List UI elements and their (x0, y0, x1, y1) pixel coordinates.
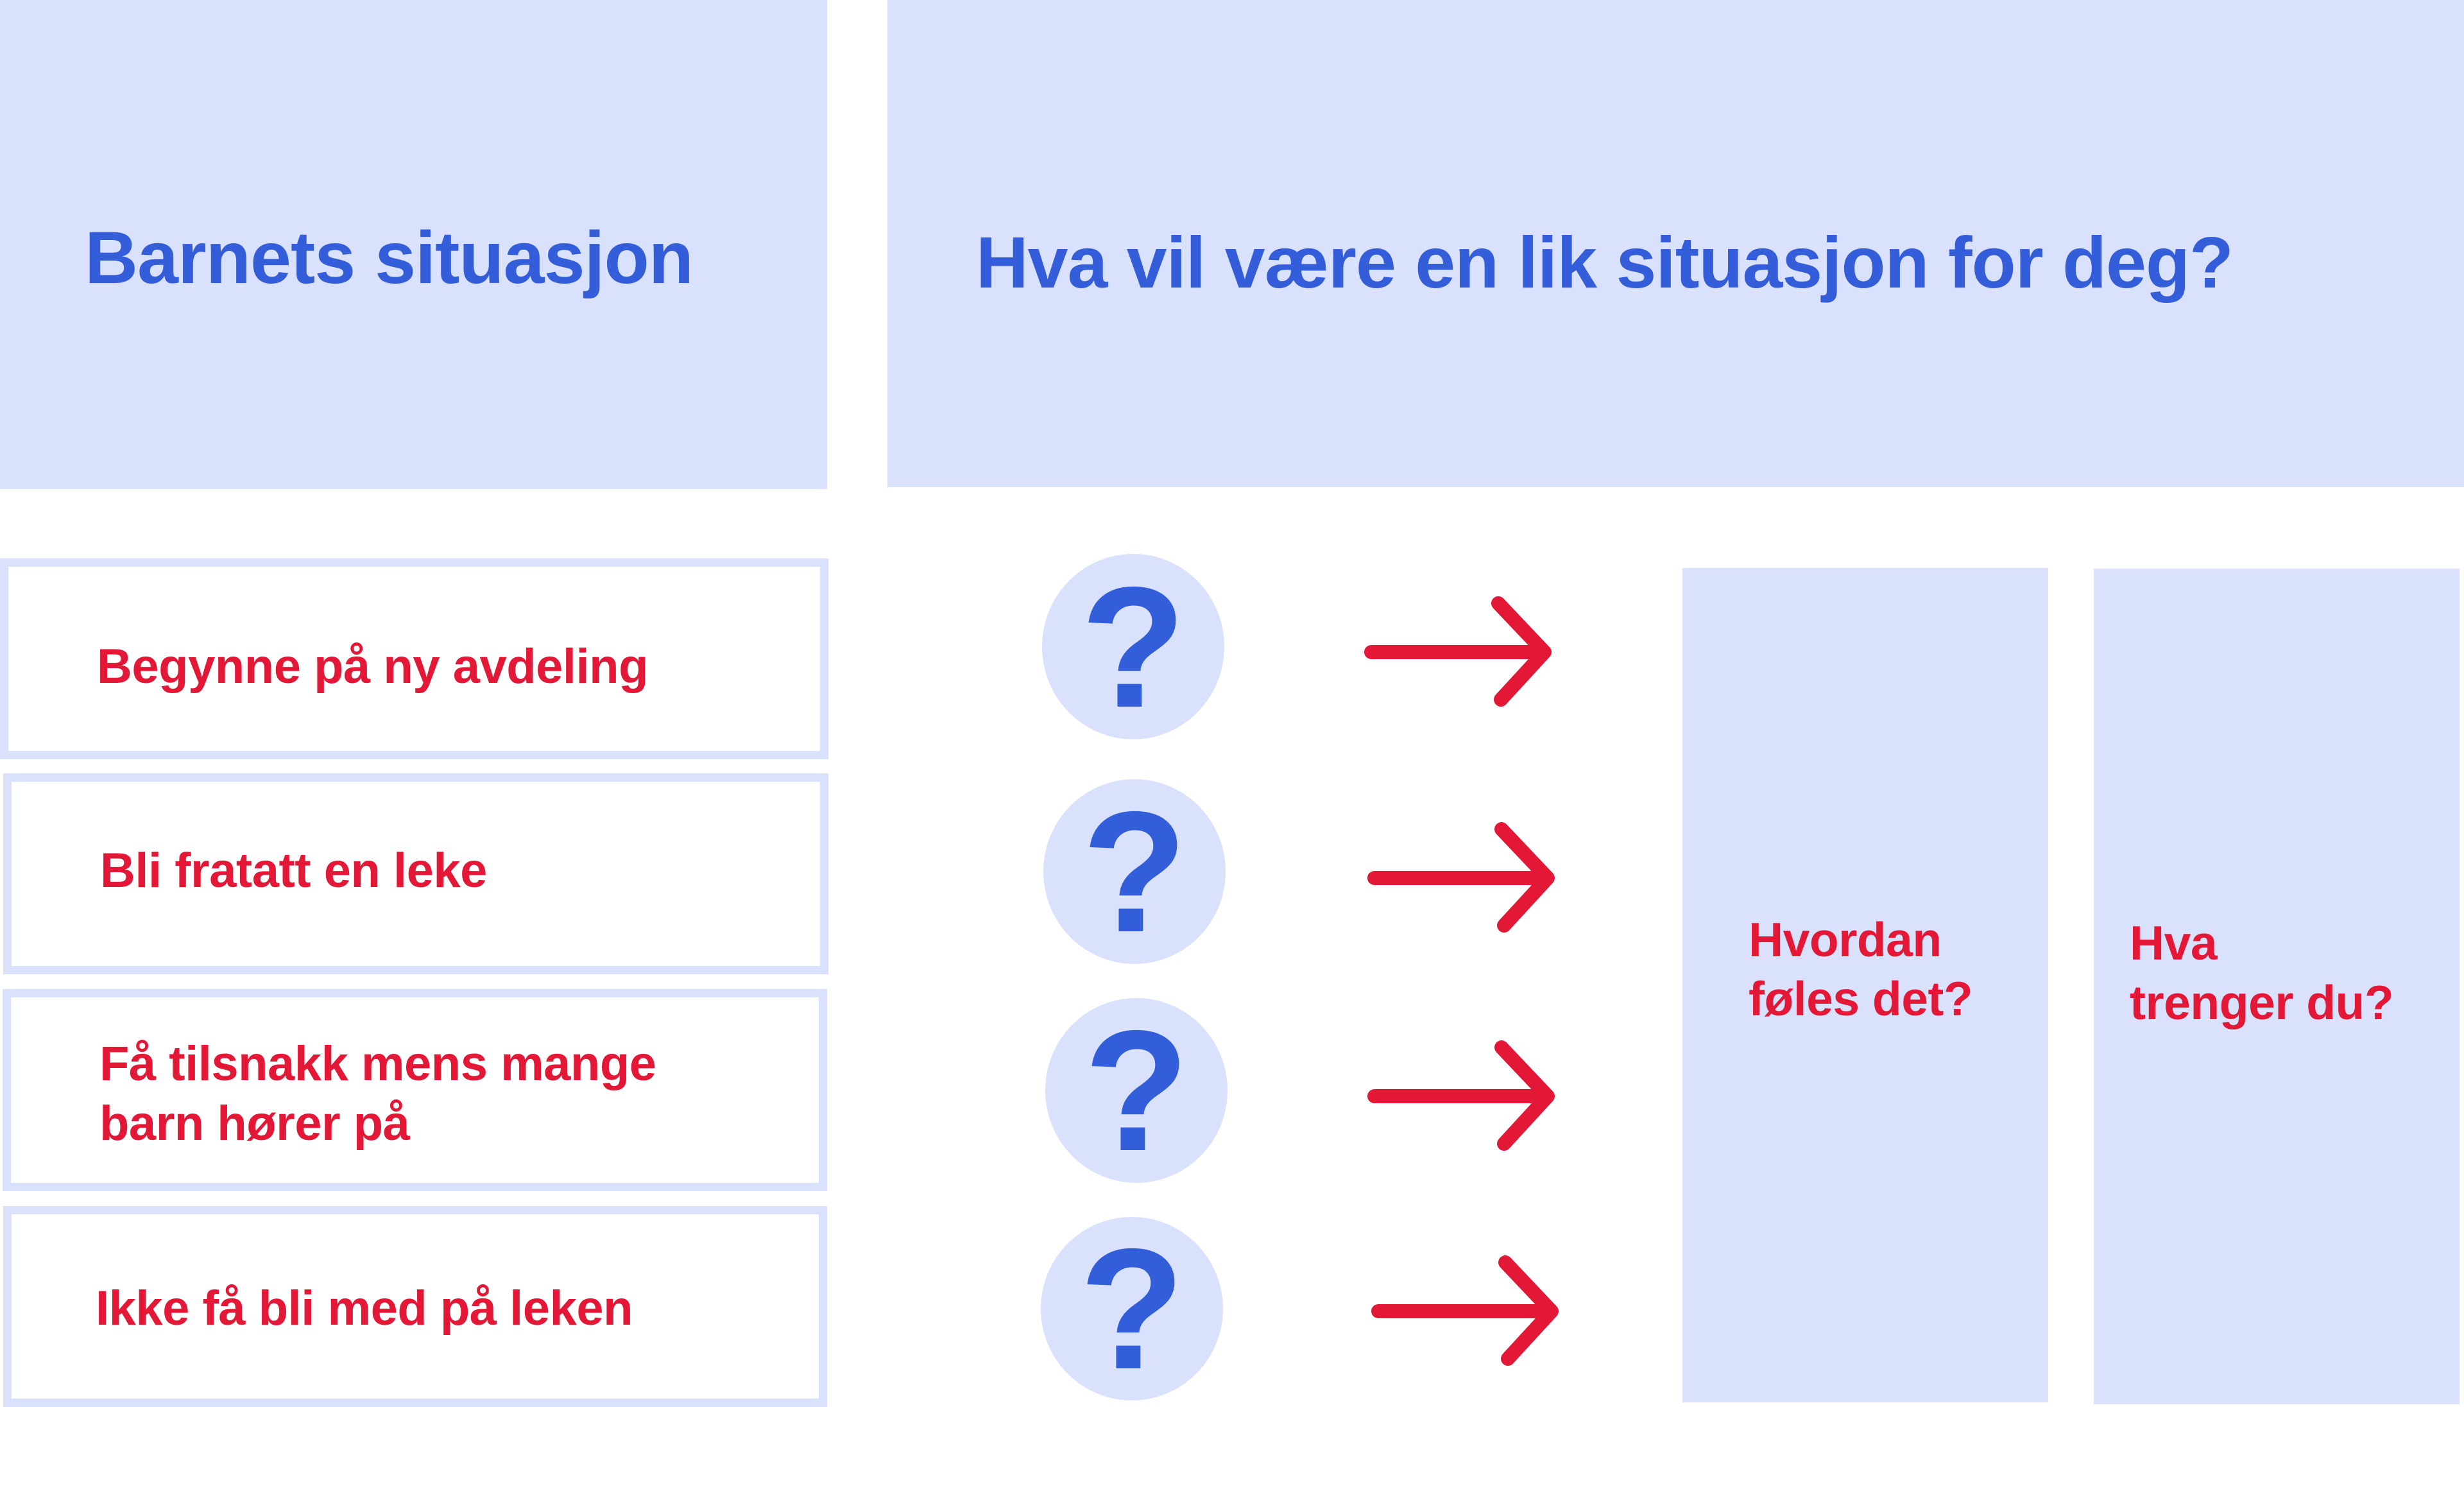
question-mark-glyph: ? (1081, 550, 1186, 743)
arrow-right-icon (1371, 1255, 1559, 1366)
situation-card-4 (3, 1206, 827, 1407)
feelings-column-line-2: føles det? (1749, 972, 1973, 1026)
question-mark-glyph: ? (1084, 994, 1189, 1187)
header-right-title: Hva vil være en lik situasjon for deg? (976, 222, 2234, 303)
header-left-title: Barnets situasjon (85, 217, 694, 299)
situation-text-2: Bli fratatt en leke (100, 843, 487, 898)
question-mark-circle-icon: ? (1042, 554, 1224, 739)
situation-card-1 (0, 558, 828, 759)
needs-column (2094, 569, 2460, 1404)
question-mark-circle-icon: ? (1043, 779, 1226, 964)
feelings-column (1682, 568, 2048, 1402)
arrow-right-icon (1364, 596, 1552, 707)
question-mark-glyph: ? (1079, 1212, 1185, 1405)
arrow-right-icon (1367, 822, 1555, 933)
question-mark-circle-icon: ? (1045, 998, 1228, 1183)
feelings-column-line-1: Hvordan (1749, 913, 1942, 967)
question-mark-circle-icon: ? (1041, 1217, 1223, 1400)
situation-text-4: Ikke få bli med på leken (96, 1281, 633, 1336)
situation-text-3-line-2: barn hører på (99, 1096, 410, 1151)
situation-text-1: Begynne på ny avdeling (97, 639, 649, 694)
situation-text-3-line-1: Få tilsnakk mens mange (99, 1037, 656, 1091)
arrow-right-icon (1367, 1040, 1555, 1151)
question-mark-glyph: ? (1082, 775, 1187, 968)
header-right-panel (887, 0, 2464, 487)
header-left-panel (0, 0, 827, 489)
needs-column-line-1: Hva (2130, 916, 2218, 970)
needs-column-line-2: trenger du? (2130, 976, 2394, 1029)
situation-card-3 (3, 989, 827, 1191)
situation-card-2 (3, 773, 828, 974)
